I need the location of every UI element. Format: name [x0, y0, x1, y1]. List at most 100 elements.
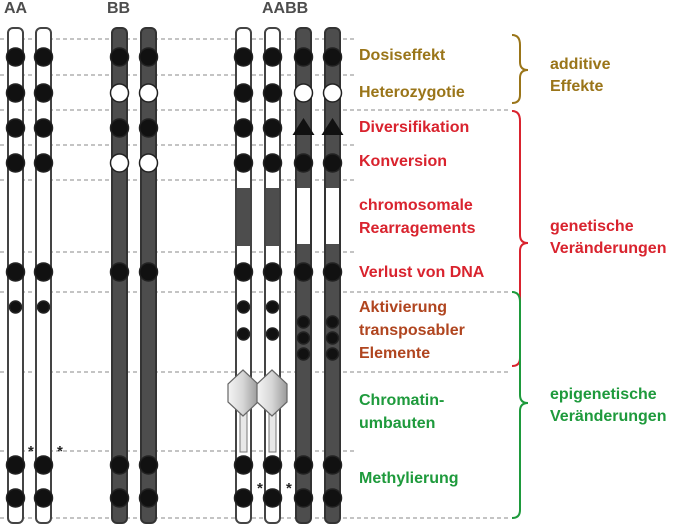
gene-locus	[293, 488, 314, 508]
gene-locus	[262, 488, 283, 508]
label-chromatin-line2: umbauten	[359, 415, 436, 432]
gene-locus	[233, 83, 254, 103]
group-brackets	[511, 34, 529, 519]
gene-locus	[233, 118, 254, 138]
gene-locus	[5, 262, 26, 282]
gene-locus	[138, 47, 159, 67]
gene-locus	[296, 347, 311, 361]
gene-locus	[109, 262, 130, 282]
gene-locus	[33, 488, 54, 508]
gene-locus	[233, 455, 254, 475]
gene-locus	[293, 455, 314, 475]
chromatin-knobs	[227, 369, 288, 453]
rearranged-segment	[266, 188, 279, 246]
gene-locus	[322, 153, 343, 173]
gene-locus	[109, 488, 130, 508]
gene-locus	[325, 347, 340, 361]
gene-locus	[138, 118, 159, 138]
label-verlust-dna: Verlust von DNA	[359, 264, 485, 281]
gene-locus	[293, 262, 314, 282]
gene-locus	[293, 83, 314, 103]
gene-locus	[33, 47, 54, 67]
group-additive-line2: Effekte	[550, 78, 604, 95]
gene-locus	[322, 262, 343, 282]
gene-locus	[8, 300, 23, 314]
gene-locus	[33, 455, 54, 475]
methylation-mark: *	[286, 480, 292, 497]
group-additive-line1: additive	[550, 56, 611, 73]
rearranged-segment	[326, 188, 339, 244]
group-genetic-line2: Veränderungen	[550, 240, 667, 257]
gene-locus	[5, 47, 26, 67]
gene-locus	[293, 153, 314, 173]
gene-locus	[262, 153, 283, 173]
gene-locus	[322, 83, 343, 103]
gene-locus	[233, 47, 254, 67]
bracket-additive	[511, 34, 529, 104]
group-epigenetic-line1: epigenetische	[550, 386, 657, 403]
gene-locus	[33, 153, 54, 173]
gene-locus	[296, 331, 311, 345]
gene-locus	[109, 153, 130, 173]
gene-locus	[236, 300, 251, 314]
gene-locus	[233, 488, 254, 508]
gene-locus	[265, 300, 280, 314]
gene-locus	[138, 83, 159, 103]
gene-locus	[5, 488, 26, 508]
gene-locus	[322, 488, 343, 508]
label-chromatin-line1: Chromatin-	[359, 392, 445, 409]
gene-locus	[109, 455, 130, 475]
gene-locus	[5, 118, 26, 138]
gene-locus	[262, 455, 283, 475]
gene-locus	[109, 118, 130, 138]
diversification-triangle	[321, 118, 344, 135]
gene-locus	[5, 153, 26, 173]
gene-locus	[265, 327, 280, 341]
gene-locus	[322, 47, 343, 67]
gene-loci: * * * *	[5, 47, 344, 508]
chromatin-knob	[256, 369, 288, 417]
gene-locus	[262, 262, 283, 282]
label-rearrangements-line2: Rearragements	[359, 220, 476, 237]
header-aabb: AABB	[262, 0, 309, 17]
gene-locus	[296, 315, 311, 329]
gene-locus	[293, 47, 314, 67]
label-methylierung: Methylierung	[359, 470, 459, 487]
gene-locus	[325, 315, 340, 329]
methylation-mark: *	[57, 443, 63, 460]
gene-locus	[138, 262, 159, 282]
gene-locus	[138, 488, 159, 508]
gene-locus	[262, 47, 283, 67]
bracket-epigenetic	[511, 291, 529, 519]
gene-locus	[322, 455, 343, 475]
diversification-triangle	[292, 118, 315, 135]
gene-locus	[36, 300, 51, 314]
label-transposon-line3: Elemente	[359, 345, 431, 362]
label-konversion: Konversion	[359, 153, 448, 170]
gene-locus	[262, 118, 283, 138]
gene-locus	[33, 262, 54, 282]
gene-locus	[325, 331, 340, 345]
methylation-mark: *	[257, 480, 263, 497]
gene-locus	[262, 83, 283, 103]
label-dosiseffekt: Dosiseffekt	[359, 47, 446, 64]
methylation-mark: *	[28, 443, 34, 460]
label-transposon-line1: Aktivierung	[359, 299, 448, 316]
rearranged-segment	[297, 188, 310, 244]
gene-locus	[33, 83, 54, 103]
gene-locus	[109, 83, 130, 103]
group-genetic-line1: genetische	[550, 218, 634, 235]
gene-locus	[5, 83, 26, 103]
gene-locus	[233, 262, 254, 282]
gene-locus	[138, 153, 159, 173]
label-rearrangements-line1: chromosomale	[359, 197, 473, 214]
header-bb: BB	[107, 0, 131, 17]
rearranged-segment	[237, 188, 250, 246]
label-diversifikation: Diversifikation	[359, 119, 470, 136]
header-aa: AA	[4, 0, 28, 17]
gene-locus	[233, 153, 254, 173]
gene-locus	[33, 118, 54, 138]
label-transposon-line2: transposabler	[359, 322, 465, 339]
gene-locus	[5, 455, 26, 475]
